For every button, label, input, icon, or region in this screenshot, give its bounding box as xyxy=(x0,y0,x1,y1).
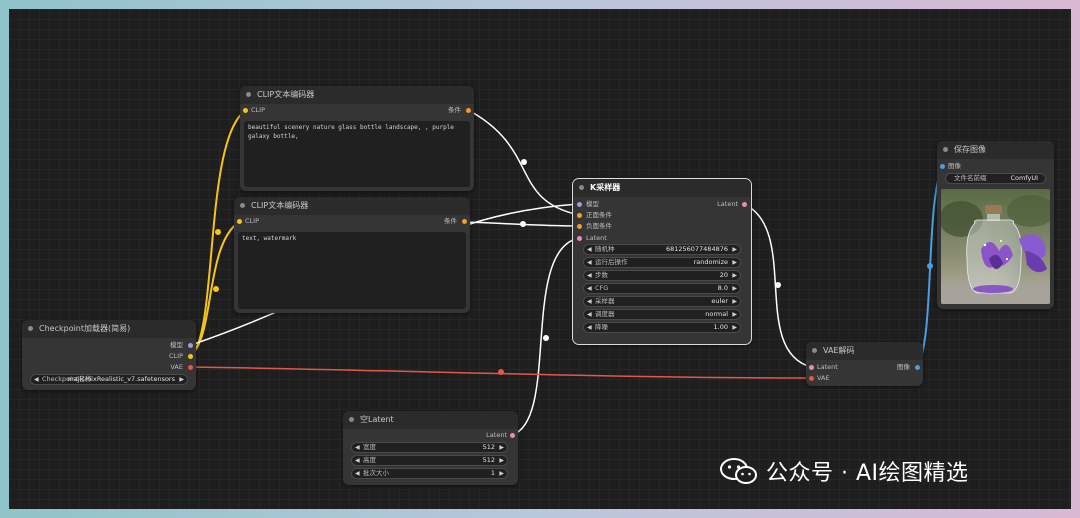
clip-text-encoder-node-1[interactable]: CLIP文本编码器 CLIP 条件 beautiful scenery natu… xyxy=(240,86,474,191)
graph-canvas[interactable] xyxy=(9,9,1071,509)
clip-input-label: CLIP xyxy=(245,217,259,225)
node-title[interactable]: K采样器 xyxy=(573,179,751,197)
vae-input-slot[interactable] xyxy=(809,376,814,381)
decrement-arrow-icon[interactable]: ◀ xyxy=(355,444,360,451)
increment-arrow-icon[interactable]: ▶ xyxy=(732,298,737,305)
decrement-arrow-icon[interactable]: ◀ xyxy=(34,376,39,383)
vae-input-label: VAE xyxy=(817,374,830,382)
decrement-arrow-icon[interactable]: ◀ xyxy=(587,298,592,305)
vae-output-label: VAE xyxy=(170,363,183,371)
increment-arrow-icon[interactable]: ▶ xyxy=(179,376,184,383)
model-input-label: 模型 xyxy=(586,200,599,208)
vae-decode-node[interactable]: VAE解码 Latent VAE 图像 xyxy=(806,342,923,386)
collapse-dot-icon[interactable] xyxy=(246,92,251,97)
increment-arrow-icon[interactable]: ▶ xyxy=(732,246,737,253)
conditioning-output-slot[interactable] xyxy=(462,219,467,224)
checkpoint-loader-node[interactable]: Checkpoint加载器(简易) 模型 CLIP VAE ◀ Checkpoi… xyxy=(22,320,196,390)
node-title[interactable]: CLIP文本编码器 xyxy=(240,86,474,104)
collapse-dot-icon[interactable] xyxy=(812,348,817,353)
image-output-slot[interactable] xyxy=(915,365,920,370)
latent-input-label: Latent xyxy=(817,363,838,371)
latent-output-label: Latent xyxy=(486,431,507,439)
clip-output-label: CLIP xyxy=(169,352,183,360)
prompt-textarea[interactable]: beautiful scenery nature glass bottle la… xyxy=(244,121,470,187)
latent-input-slot[interactable] xyxy=(809,365,814,370)
clip-input-slot[interactable] xyxy=(243,108,248,113)
latent-output-label: Latent xyxy=(717,200,738,208)
node-title[interactable]: 保存图像 xyxy=(937,141,1054,159)
node-title[interactable]: CLIP文本编码器 xyxy=(234,197,470,215)
positive-input-slot[interactable] xyxy=(577,213,582,218)
node-title[interactable]: Checkpoint加载器(简易) xyxy=(22,320,196,338)
increment-arrow-icon[interactable]: ▶ xyxy=(732,259,737,266)
increment-arrow-icon[interactable]: ▶ xyxy=(499,470,504,477)
decrement-arrow-icon[interactable]: ◀ xyxy=(587,272,592,279)
increment-arrow-icon[interactable]: ▶ xyxy=(732,272,737,279)
prompt-textarea[interactable]: text, watermark xyxy=(238,232,466,309)
decrement-arrow-icon[interactable]: ◀ xyxy=(355,470,360,477)
increment-arrow-icon[interactable]: ▶ xyxy=(499,457,504,464)
latent-output-slot[interactable] xyxy=(510,433,515,438)
model-output-label: 模型 xyxy=(170,341,183,349)
node-title[interactable]: 空Latent xyxy=(343,411,518,429)
image-input-label: 图像 xyxy=(948,162,961,170)
clip-text-encoder-node-2[interactable]: CLIP文本编码器 CLIP 条件 text, watermark xyxy=(234,197,470,313)
decrement-arrow-icon[interactable]: ◀ xyxy=(587,324,592,331)
decrement-arrow-icon[interactable]: ◀ xyxy=(587,311,592,318)
positive-input-label: 正面条件 xyxy=(586,211,612,219)
increment-arrow-icon[interactable]: ▶ xyxy=(732,285,737,292)
watermark: 公众号 · AI绘图精选 xyxy=(720,455,969,487)
vae-output-slot[interactable] xyxy=(188,365,193,370)
checkpoint-select[interactable]: ◀ Checkpoint名称 majicmixRealistic_v7.safe… xyxy=(30,374,188,385)
decrement-arrow-icon[interactable]: ◀ xyxy=(587,259,592,266)
decrement-arrow-icon[interactable]: ◀ xyxy=(587,246,592,253)
model-input-slot[interactable] xyxy=(577,202,582,207)
conditioning-output-label: 条件 xyxy=(448,106,461,114)
clip-input-label: CLIP xyxy=(251,106,265,114)
collapse-dot-icon[interactable] xyxy=(579,185,584,190)
increment-arrow-icon[interactable]: ▶ xyxy=(732,324,737,331)
conditioning-output-slot[interactable] xyxy=(466,108,471,113)
collapse-dot-icon[interactable] xyxy=(240,203,245,208)
filename-prefix-widget[interactable]: 文件名前缀 ComfyUI xyxy=(945,173,1046,184)
decrement-arrow-icon[interactable]: ◀ xyxy=(355,457,360,464)
negative-input-label: 负面条件 xyxy=(586,222,612,230)
latent-input-label: Latent xyxy=(586,234,607,242)
image-input-slot[interactable] xyxy=(940,164,945,169)
collapse-dot-icon[interactable] xyxy=(349,417,354,422)
image-output-label: 图像 xyxy=(897,363,910,371)
decrement-arrow-icon[interactable]: ◀ xyxy=(587,285,592,292)
latent-input-slot[interactable] xyxy=(577,236,582,241)
negative-input-slot[interactable] xyxy=(577,224,582,229)
collapse-dot-icon[interactable] xyxy=(28,326,33,331)
conditioning-output-label: 条件 xyxy=(444,217,457,225)
increment-arrow-icon[interactable]: ▶ xyxy=(732,311,737,318)
increment-arrow-icon[interactable]: ▶ xyxy=(499,444,504,451)
wechat-icon xyxy=(720,458,757,484)
clip-output-slot[interactable] xyxy=(188,354,193,359)
bottle-flower-image xyxy=(941,189,1050,304)
save-image-node[interactable]: 保存图像 图像 文件名前缀 ComfyUI xyxy=(937,141,1054,309)
model-output-slot[interactable] xyxy=(188,343,193,348)
clip-input-slot[interactable] xyxy=(237,219,242,224)
node-title[interactable]: VAE解码 xyxy=(806,342,923,360)
watermark-text: 公众号 · AI绘图精选 xyxy=(766,461,969,486)
collapse-dot-icon[interactable] xyxy=(943,147,948,152)
latent-output-slot[interactable] xyxy=(742,202,747,207)
generated-image-preview[interactable] xyxy=(941,189,1050,304)
